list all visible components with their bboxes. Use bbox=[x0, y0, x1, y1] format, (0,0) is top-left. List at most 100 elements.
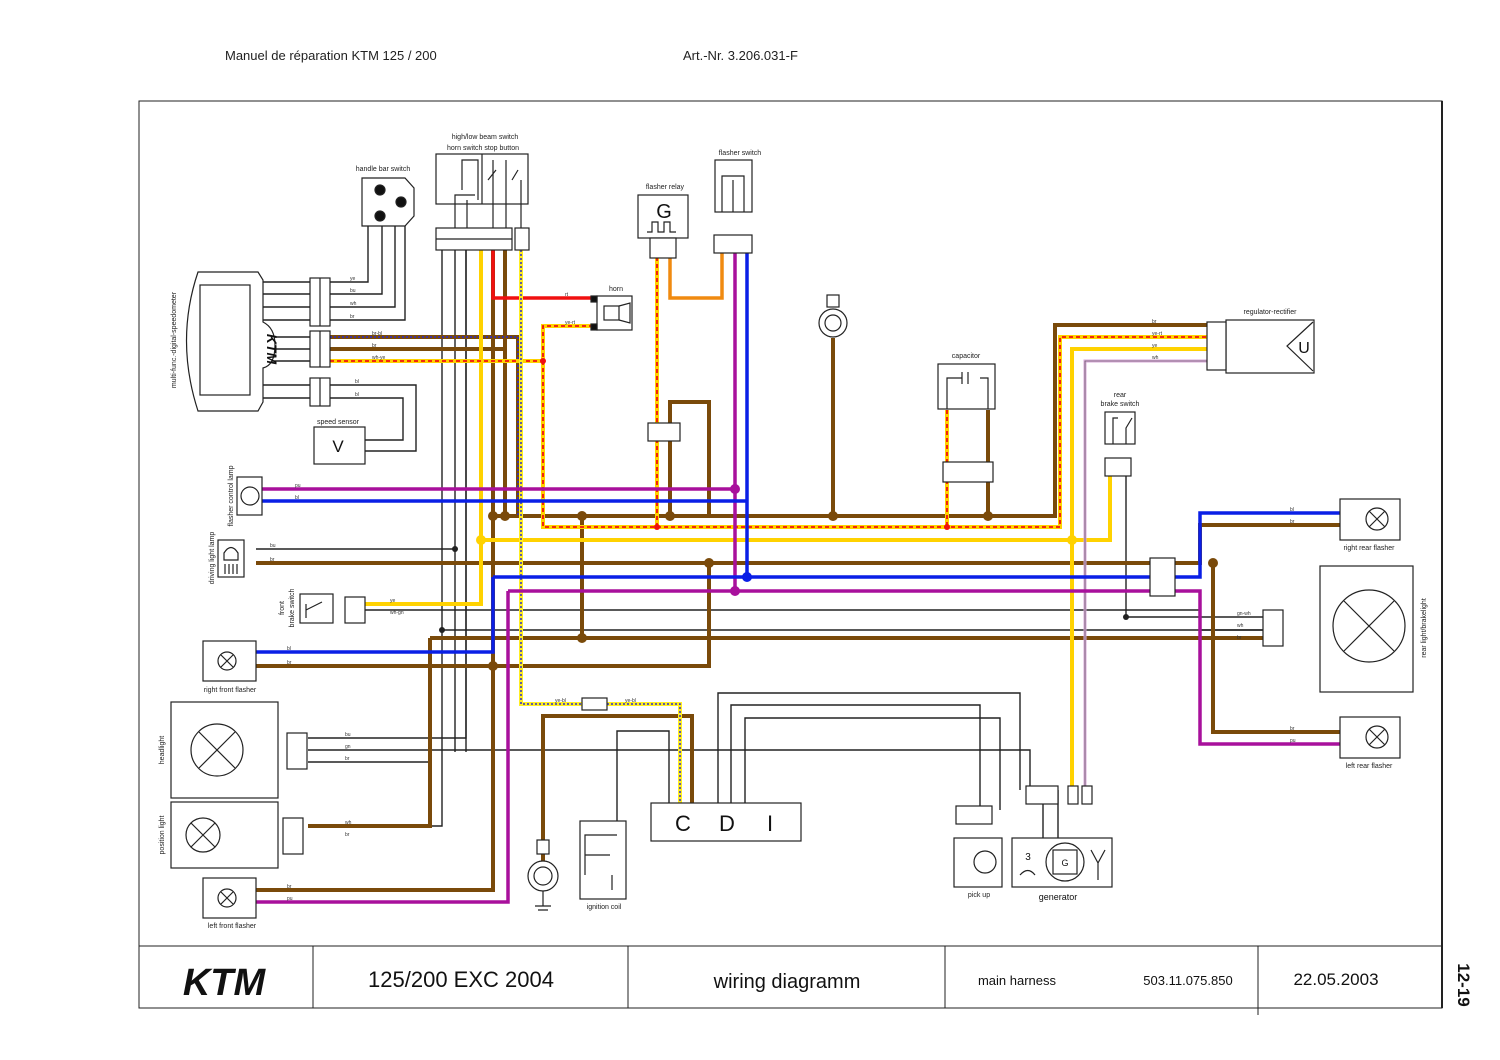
svg-text:ye-rt: ye-rt bbox=[565, 320, 576, 326]
svg-text:wh: wh bbox=[1237, 623, 1244, 629]
connector bbox=[1025, 785, 1059, 805]
label-horn-stop-switch: horn switch stop button bbox=[447, 145, 519, 152]
label-flasher-switch: flasher switch bbox=[719, 150, 762, 157]
label-position-light: position light bbox=[159, 815, 166, 854]
connector bbox=[1149, 557, 1176, 597]
svg-text:br: br bbox=[270, 557, 275, 563]
title-block: KTM 125/200 EXC 2004 wiring diagramm mai… bbox=[183, 946, 1379, 1015]
svg-text:bu: bu bbox=[345, 732, 351, 738]
left-front-flasher bbox=[202, 877, 257, 919]
connector bbox=[1081, 785, 1093, 805]
label-left-front-flasher: left front flasher bbox=[208, 923, 257, 930]
generator bbox=[1011, 837, 1113, 888]
connector bbox=[581, 697, 608, 711]
part-number: 503.11.075.850 bbox=[1143, 973, 1232, 988]
diagram-frame bbox=[138, 100, 1443, 1009]
flasher-switch bbox=[713, 159, 753, 254]
connector bbox=[286, 732, 308, 770]
headlight bbox=[170, 701, 279, 799]
ktm-logo-speedo: KTM bbox=[264, 334, 280, 365]
wire-labels: ye bu wh br br-bl br wh-ye bl bl rt ye-r… bbox=[270, 276, 1296, 902]
svg-text:bl: bl bbox=[355, 392, 359, 398]
connector bbox=[1262, 609, 1284, 647]
high-low-beam-switch bbox=[435, 153, 530, 251]
svg-text:bl: bl bbox=[355, 379, 359, 385]
label-left-rear-flasher: left rear flasher bbox=[1346, 763, 1393, 770]
label-beam-switch: high/low beam switch bbox=[452, 134, 519, 141]
ignition-coil bbox=[579, 820, 627, 900]
svg-text:br: br bbox=[372, 343, 377, 349]
svg-text:wh: wh bbox=[1152, 355, 1159, 361]
svg-text:br: br bbox=[287, 884, 292, 890]
junction-dots bbox=[439, 358, 1218, 671]
svg-text:br: br bbox=[1237, 635, 1242, 641]
label-rear-light: rear light/brakelight bbox=[1421, 598, 1428, 658]
diagram-title: wiring diagramm bbox=[713, 971, 861, 993]
label-speedometer: multi-func.-digital-speedometer bbox=[171, 291, 178, 388]
svg-text:bl: bl bbox=[1290, 507, 1294, 513]
spark-plug-connector bbox=[818, 294, 848, 338]
speed-sensor-symbol: V bbox=[332, 437, 344, 456]
svg-text:bl: bl bbox=[287, 646, 291, 652]
cdi-unit bbox=[650, 802, 802, 842]
svg-text:br: br bbox=[1290, 726, 1295, 732]
speed-sensor bbox=[313, 426, 366, 465]
generator-phase: 3 bbox=[1025, 852, 1031, 863]
label-right-front-flasher: right front flasher bbox=[204, 687, 257, 694]
svg-text:br-bl: br-bl bbox=[372, 331, 382, 337]
regulator-rectifier bbox=[1206, 319, 1315, 374]
revision-date: 22.05.2003 bbox=[1293, 970, 1378, 989]
spark-plug-cap bbox=[527, 839, 559, 911]
svg-text:wh-gn: wh-gn bbox=[390, 610, 404, 616]
label-rear-brake: rear bbox=[1114, 392, 1127, 399]
article-number: Art.-Nr. 3.206.031-F bbox=[683, 48, 798, 63]
svg-text:gn: gn bbox=[345, 744, 351, 750]
label-flasher-relay: flasher relay bbox=[646, 184, 685, 191]
flasher-relay bbox=[637, 194, 689, 259]
manual-title: Manuel de réparation KTM 125 / 200 bbox=[225, 48, 437, 63]
svg-text:pu: pu bbox=[287, 896, 293, 902]
right-front-flasher bbox=[202, 640, 257, 682]
connector bbox=[344, 596, 366, 624]
handle-bar-switch bbox=[361, 177, 415, 227]
svg-text:bu: bu bbox=[270, 543, 276, 549]
svg-text:pu: pu bbox=[295, 483, 301, 489]
svg-text:pu: pu bbox=[1290, 738, 1296, 744]
model-name: 125/200 EXC 2004 bbox=[368, 967, 554, 992]
svg-text:wh: wh bbox=[345, 820, 352, 826]
svg-text:ye: ye bbox=[1152, 343, 1158, 349]
horn bbox=[590, 295, 633, 331]
connector bbox=[1067, 785, 1079, 805]
rear-brake-switch bbox=[1104, 411, 1136, 477]
speedometer: KTM bbox=[185, 271, 331, 412]
label-rear-brake-switch: brake switch bbox=[1101, 401, 1140, 408]
label-driving-light: driving light lamp bbox=[209, 532, 216, 585]
label-capacitor: capacitor bbox=[952, 353, 981, 360]
left-rear-flasher bbox=[1339, 716, 1401, 759]
regulator-symbol: U bbox=[1298, 340, 1310, 357]
cdi-letter-i: I bbox=[767, 811, 773, 836]
svg-text:bu: bu bbox=[350, 288, 356, 294]
svg-text:br: br bbox=[345, 832, 350, 838]
label-pick-up: pick up bbox=[968, 892, 990, 899]
svg-text:br: br bbox=[287, 660, 292, 666]
connector bbox=[282, 817, 304, 855]
connector bbox=[955, 805, 993, 825]
driving-light-lamp bbox=[217, 539, 245, 578]
label-horn: horn bbox=[609, 286, 623, 293]
svg-text:wh: wh bbox=[350, 301, 357, 307]
position-light bbox=[170, 801, 279, 869]
label-generator: generator bbox=[1039, 892, 1078, 902]
label-speed-sensor: speed sensor bbox=[317, 419, 360, 426]
label-front-brake: front bbox=[279, 601, 286, 615]
cdi-letter-d: D bbox=[719, 811, 735, 836]
svg-text:gn-wh: gn-wh bbox=[1237, 611, 1251, 617]
ktm-logo: KTM bbox=[183, 962, 267, 1004]
svg-text:ye-bl: ye-bl bbox=[625, 698, 636, 704]
capacitor bbox=[937, 363, 996, 483]
rear-light-brakelight bbox=[1319, 565, 1414, 693]
svg-text:wh-ye: wh-ye bbox=[372, 355, 386, 361]
svg-text:br: br bbox=[345, 756, 350, 762]
generator-symbol: G bbox=[1061, 858, 1068, 868]
